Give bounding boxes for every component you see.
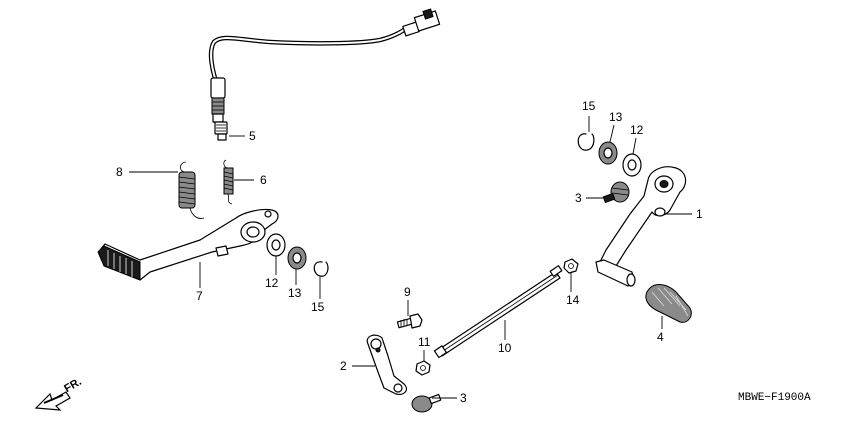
callout-12-left: 12 xyxy=(265,276,279,290)
washer-right-13 xyxy=(598,141,618,165)
lock-nut-14 xyxy=(563,258,579,274)
circlip-right-15 xyxy=(577,133,595,151)
callout-13-right: 13 xyxy=(609,110,623,124)
shift-pedal-rubber xyxy=(645,284,692,323)
pivot-bolt-3-lower xyxy=(411,393,442,413)
washer-right-12 xyxy=(622,153,642,177)
washer-left-13 xyxy=(287,246,307,270)
circlip-left-15 xyxy=(313,261,329,277)
gearshift-arm xyxy=(366,334,408,395)
callout-10: 10 xyxy=(498,341,512,355)
callout-11: 11 xyxy=(418,335,431,349)
washer-left-12 xyxy=(266,233,286,257)
leader-lines xyxy=(129,116,692,399)
return-spring-large xyxy=(178,161,205,219)
callout-8: 8 xyxy=(116,165,123,179)
callout-13-left: 13 xyxy=(288,286,302,300)
shift-tie-rod xyxy=(433,265,563,359)
bolt-9 xyxy=(396,313,423,329)
callout-4: 4 xyxy=(657,330,664,344)
gearshift-pedal xyxy=(595,166,687,287)
front-direction-arrow-icon xyxy=(34,391,71,411)
callout-15-left: 15 xyxy=(311,300,325,314)
callout-6: 6 xyxy=(260,173,267,187)
callout-1: 1 xyxy=(696,207,703,221)
diagram-code: MBWE−F1900A xyxy=(738,392,811,404)
stop-switch-wire xyxy=(208,8,441,89)
callout-3-upper: 3 xyxy=(575,191,582,205)
nut-11 xyxy=(415,360,431,376)
callout-12-right: 12 xyxy=(630,123,644,137)
callouts: 1 2 3 3 4 5 6 7 8 9 10 11 12 12 13 13 14… xyxy=(116,99,703,405)
pivot-bolt-3-upper xyxy=(602,181,630,204)
front-direction-label: FR. xyxy=(62,376,83,395)
return-spring-small xyxy=(223,159,234,205)
callout-3-lower: 3 xyxy=(460,391,467,405)
callout-15-right: 15 xyxy=(582,99,596,113)
callout-2: 2 xyxy=(340,359,347,373)
callout-14: 14 xyxy=(566,293,580,307)
callout-7: 7 xyxy=(196,289,203,303)
stop-switch xyxy=(210,77,228,141)
brake-pedal xyxy=(97,208,279,281)
callout-9: 9 xyxy=(404,285,411,299)
callout-5: 5 xyxy=(249,129,256,143)
